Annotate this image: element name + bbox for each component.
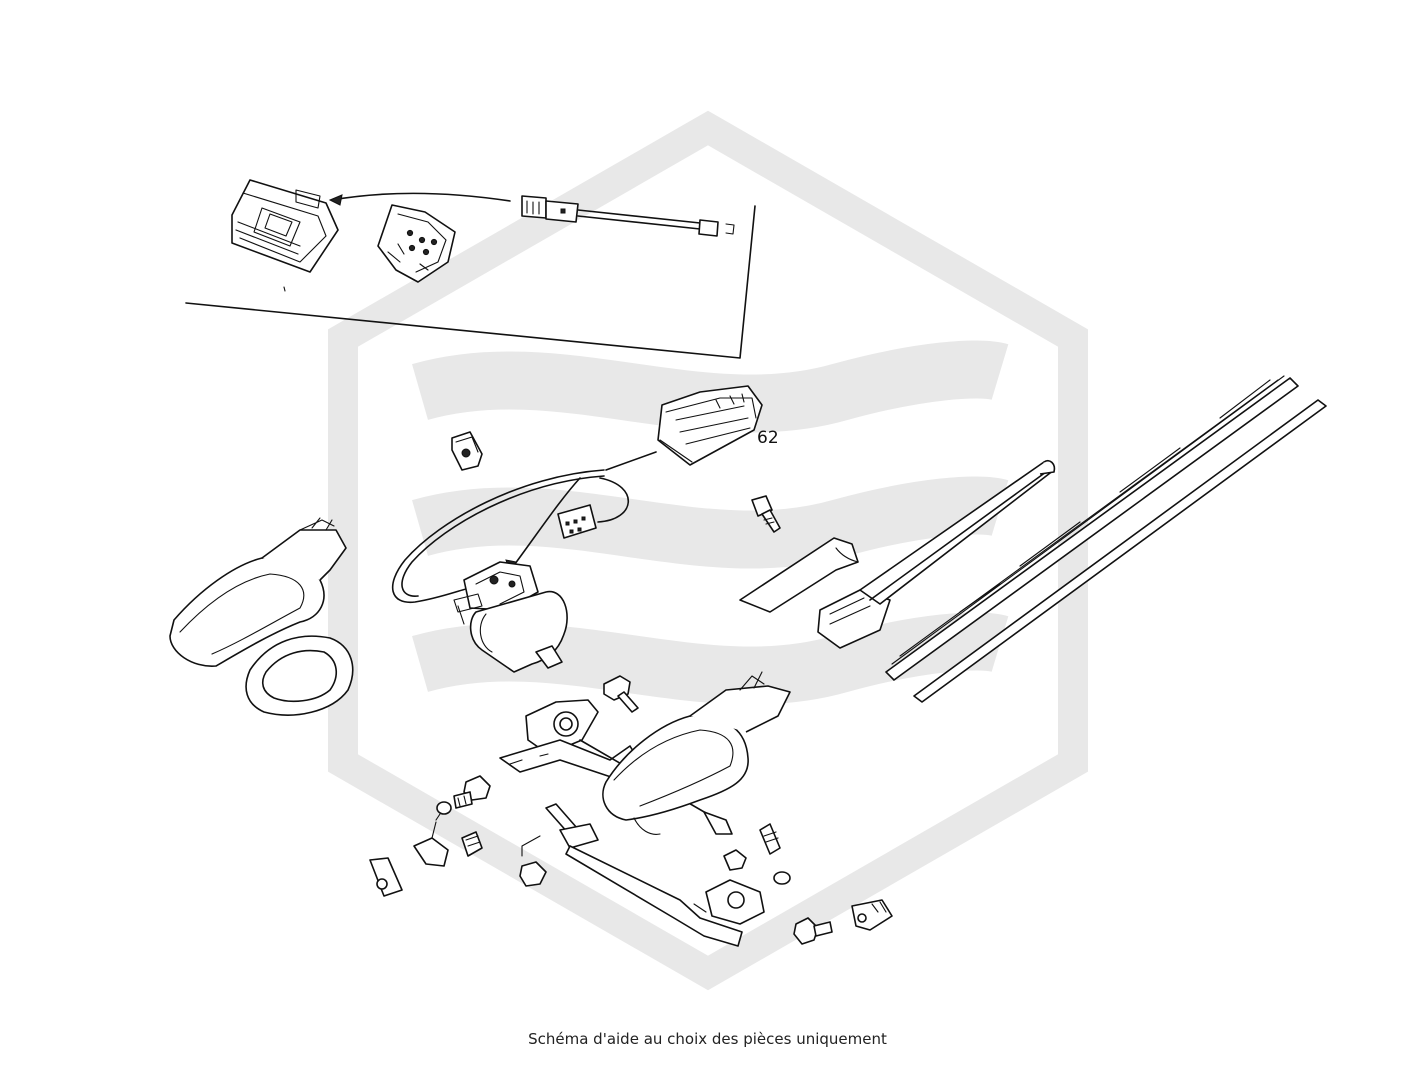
hex-bolt-left [453, 775, 491, 809]
wiper-arm [817, 459, 1056, 649]
left-arm-cover [169, 517, 347, 667]
linkage-connecting-rod [545, 803, 765, 947]
clip-nut-left [369, 857, 403, 897]
threaded-stud [461, 831, 483, 857]
diagram-caption: Schéma d'aide au choix des pièces unique… [528, 1030, 887, 1048]
clip-nut-right [851, 899, 893, 931]
rubber-grommet [451, 431, 483, 471]
arm-end-cap [739, 537, 859, 613]
bolt-with-washer [603, 675, 639, 713]
motor-cover-part: 62 [657, 385, 779, 466]
flat-washer [436, 801, 452, 815]
connector-inset [185, 179, 756, 359]
spring-clip-bracket [413, 813, 449, 867]
wiper-blade-rubber-strip [913, 399, 1327, 703]
hex-nut-lower [519, 835, 547, 887]
harness-cable-with-plugs [521, 195, 735, 237]
screw-small [751, 495, 781, 533]
washer-right [773, 871, 791, 885]
flange-bolt-bottom [793, 917, 833, 945]
round-plug-connector [377, 204, 456, 283]
callout-label-62: 62 [757, 428, 779, 448]
grease-nipple [759, 823, 781, 855]
wiper-motor-assembly [391, 451, 657, 673]
hex-nut-right [723, 849, 747, 871]
multi-pin-connector-block [231, 179, 339, 273]
rubber-gasket-ring [245, 635, 354, 716]
motor-electrical-plug [557, 504, 597, 539]
right-arm-cover [602, 671, 791, 835]
watermark-logo [328, 110, 1088, 991]
linkage-bracket [499, 699, 733, 835]
wiper-blade-front [885, 375, 1299, 681]
